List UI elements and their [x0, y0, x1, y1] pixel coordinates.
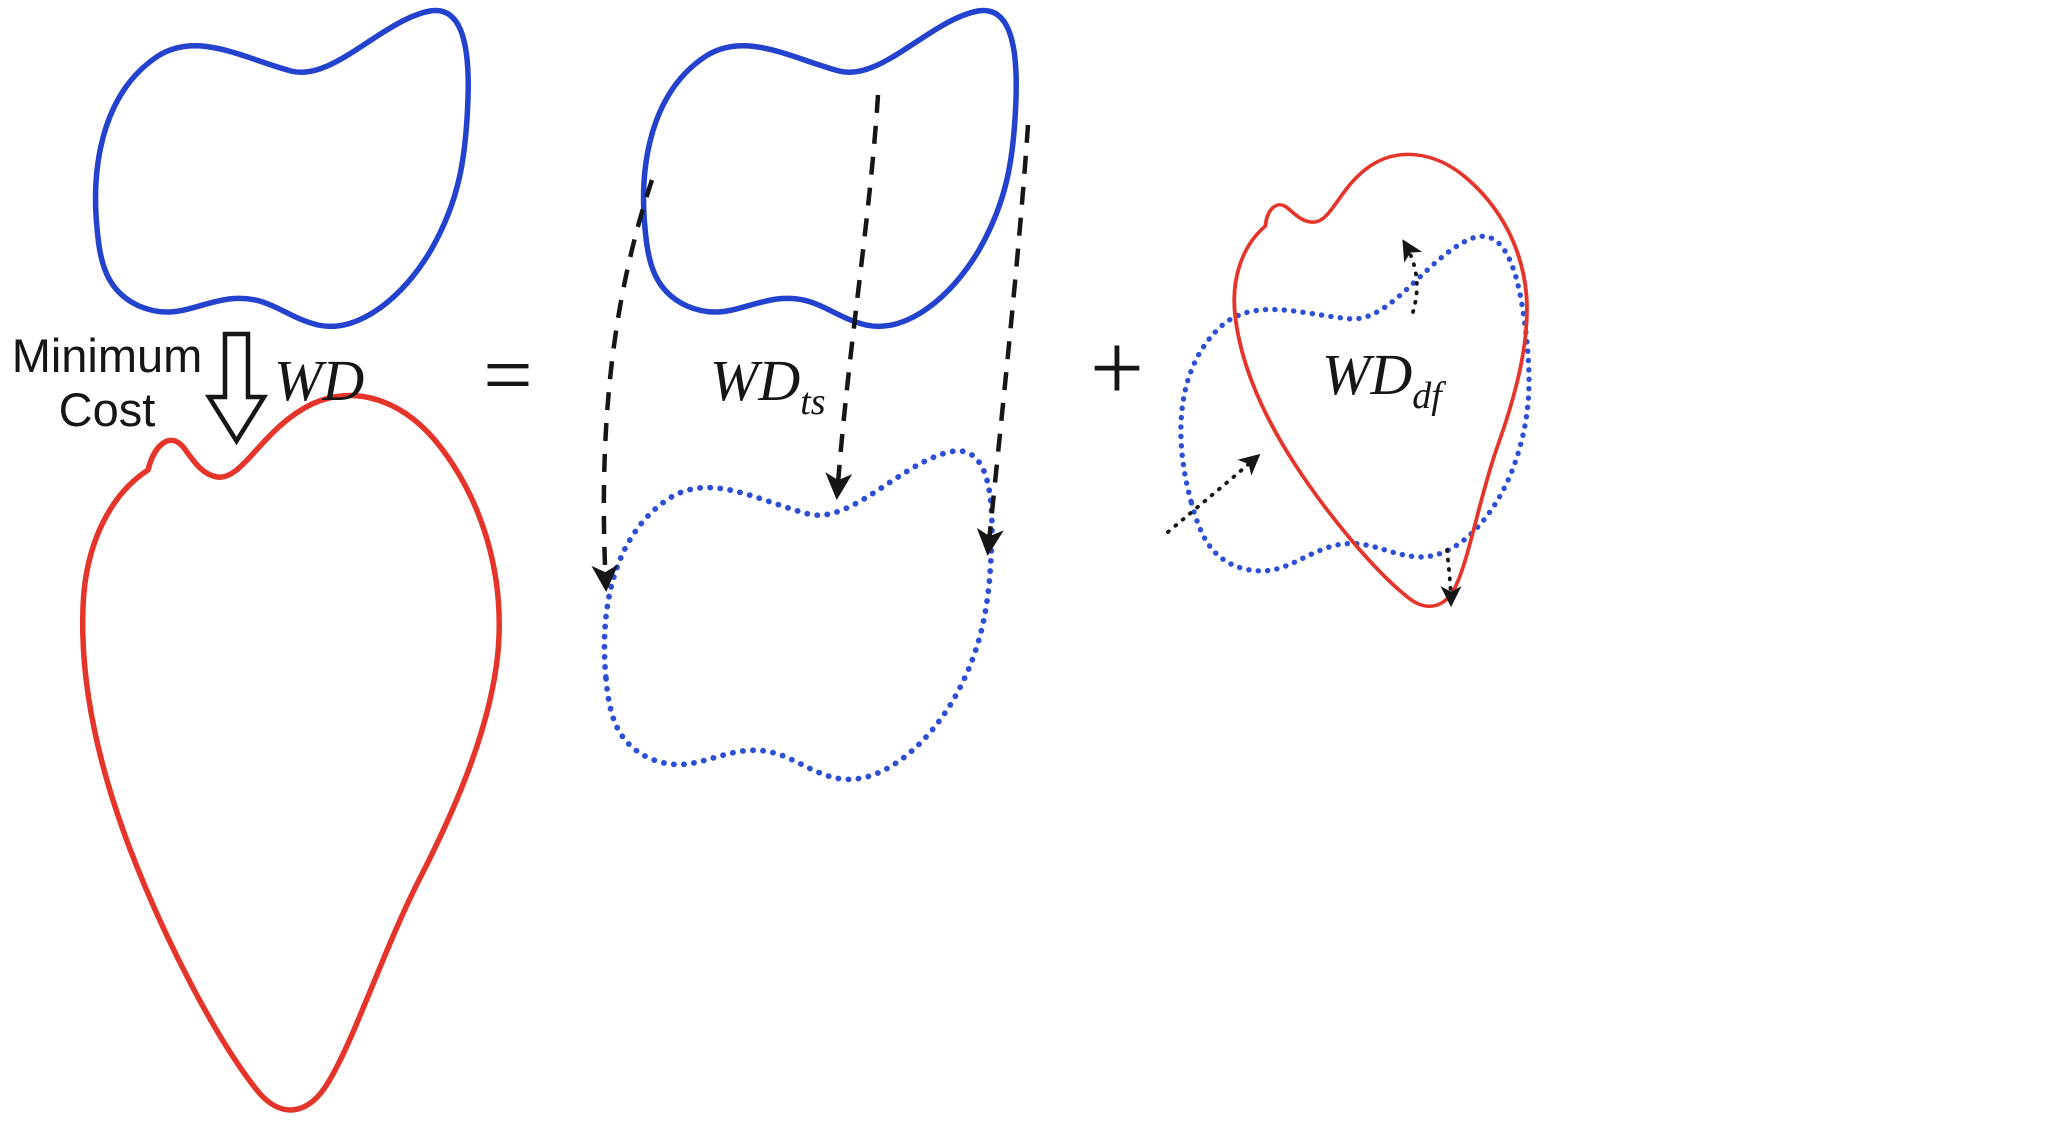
mapping-dashed-arrow-left	[591, 179, 655, 593]
wd-df-subscript: df	[1412, 375, 1446, 417]
deformation-dotted-arrow-left	[1166, 453, 1261, 534]
wd-df-label: WDdf	[1322, 342, 1446, 417]
wd-label: WD	[274, 348, 364, 413]
mapping-dashed-arrow-middle	[825, 94, 881, 501]
wd-ts-label: WDts	[710, 348, 826, 423]
wd-ts-subscript: ts	[800, 381, 825, 423]
deformation-dotted-arrow-top	[1402, 239, 1423, 314]
wd-df-base: WD	[1322, 342, 1412, 407]
left-panel: Minimum Cost WD	[12, 10, 500, 1109]
minimum-cost-label-line1: Minimum	[12, 329, 203, 382]
minimum-cost-label-line2: Cost	[59, 383, 156, 436]
wd-down-arrow-icon	[204, 331, 269, 446]
equals-operator: =	[483, 327, 533, 424]
plus-operator: +	[1090, 314, 1144, 421]
translation-panel: WDts	[591, 10, 1031, 779]
mapping-dashed-arrow-right	[976, 124, 1031, 557]
deformation-dotted-arrow-bottom	[1440, 548, 1462, 608]
deformation-panel: WDdf	[1153, 135, 1580, 634]
wd-ts-base: WD	[710, 348, 800, 413]
